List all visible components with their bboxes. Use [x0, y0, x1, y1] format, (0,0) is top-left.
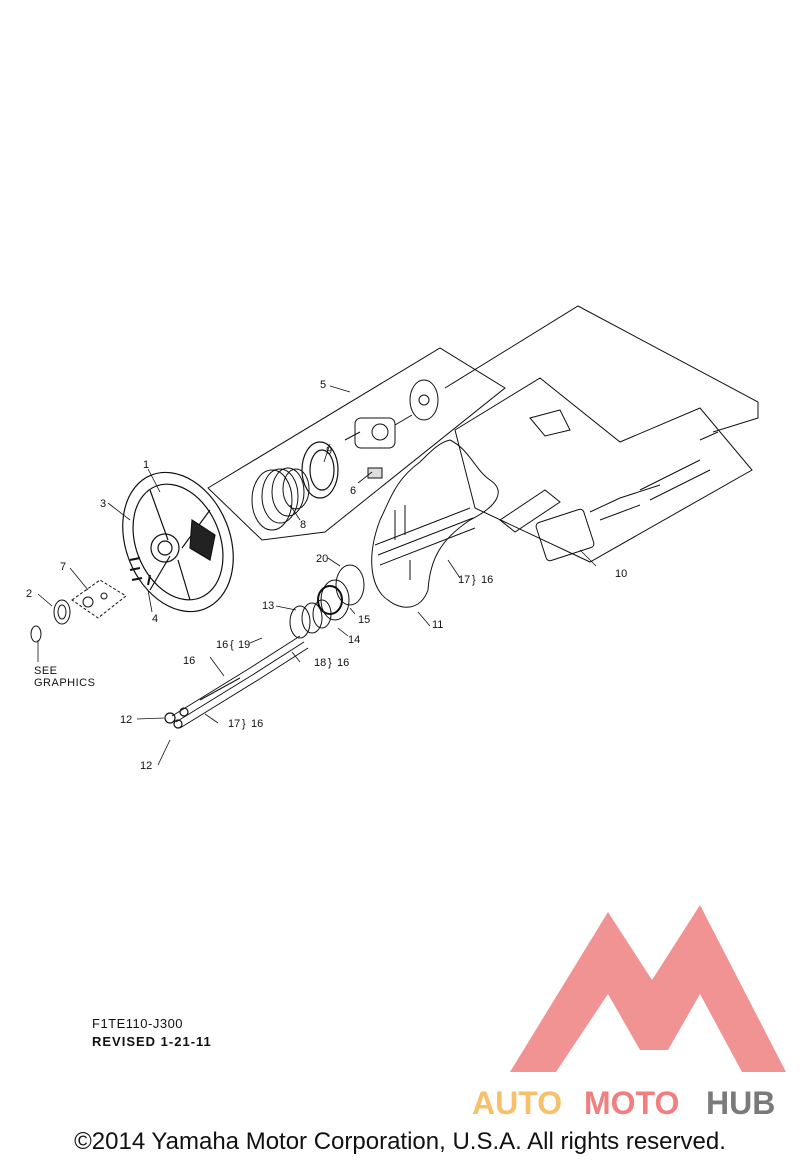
part-code: F1TE110-J300: [92, 1016, 184, 1031]
callout-19: 19: [238, 639, 250, 651]
callout-12b: 12: [140, 760, 152, 772]
brace-18: }: [328, 657, 332, 669]
copyright-notice: ©2014 Yamaha Motor Corporation, U.S.A. A…: [74, 1128, 726, 1155]
callout-17a: 17: [458, 574, 470, 586]
logo-auto: AUTO: [472, 1085, 562, 1121]
steering-wheel: [122, 471, 234, 613]
automotohub-logo: AUTO MOTO HUB: [472, 905, 786, 1121]
callout-2: 2: [26, 588, 32, 600]
wheel-bolts: [129, 557, 151, 586]
tilt-mechanism-5: [344, 379, 439, 479]
see-graphics-line1: SEE: [34, 665, 58, 677]
column-shaft-11: [374, 505, 476, 580]
leader-lines: [37, 385, 597, 766]
callout-9: 9: [326, 445, 332, 457]
brace-19: {: [230, 639, 234, 651]
callout-18: 18: [314, 657, 326, 669]
brace-17b: }: [242, 718, 246, 730]
revision-date: REVISED 1-21-11: [92, 1034, 212, 1049]
ring-9: [301, 441, 339, 499]
panel-11-outline: [371, 439, 499, 608]
washer-group-box: [71, 579, 127, 619]
callout-1: 1: [143, 459, 149, 471]
group-5-box: [207, 347, 506, 541]
hub-cap-parts: [30, 592, 108, 643]
callout-14: 14: [348, 634, 360, 646]
bracket-10: [499, 409, 719, 562]
callout-4: 4: [152, 613, 158, 625]
steering-cables: [171, 635, 309, 729]
see-graphics-line2: GRAPHICS: [34, 677, 95, 689]
callout-16b: 16: [216, 639, 228, 651]
callout-16e: 16: [251, 718, 263, 730]
callout-10: 10: [615, 568, 627, 580]
callout-16a: 16: [481, 574, 493, 586]
cable-end-fittings-12: [164, 707, 189, 729]
callout-8: 8: [300, 519, 306, 531]
callout-17b: 17: [228, 718, 240, 730]
logo-hub: HUB: [706, 1085, 775, 1121]
callout-12a: 12: [120, 714, 132, 726]
assembly-outline-upper: [444, 305, 759, 433]
callout-13: 13: [262, 600, 274, 612]
group-10-box: [454, 377, 753, 563]
callout-20: 20: [316, 553, 328, 565]
brace-17a: }: [472, 574, 476, 586]
callout-7: 7: [60, 561, 66, 573]
callout-5: 5: [320, 379, 326, 391]
logo-moto: MOTO: [584, 1085, 679, 1121]
callout-16c: 16: [337, 657, 349, 669]
callout-16d: 16: [183, 655, 195, 667]
callout-6: 6: [350, 485, 356, 497]
callout-3: 3: [100, 498, 106, 510]
boot-13: [289, 564, 365, 639]
callout-15: 15: [358, 614, 370, 626]
boot-8: [251, 467, 310, 531]
callout-11: 11: [432, 619, 443, 631]
